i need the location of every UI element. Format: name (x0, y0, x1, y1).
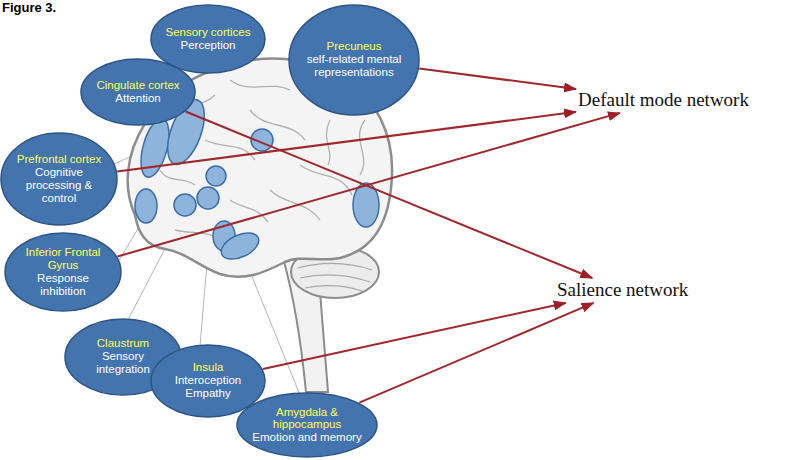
network-arrow (117, 112, 576, 172)
region-name: Claustrum (77, 337, 169, 350)
figure-title: Figure 3. (2, 0, 56, 15)
region-name: Cingulate cortex (88, 79, 188, 92)
region-name: Inferior Frontal Gyrus (14, 246, 113, 272)
network-label: Salience network (557, 280, 688, 301)
region-function: self-related mental representations (307, 53, 402, 79)
region-name: Insula (163, 361, 253, 374)
region-name: Prefrontal cortex (13, 153, 105, 166)
network-label: Default mode network (578, 90, 749, 111)
region-ellipse: Inferior Frontal GyrusResponse inhibitio… (4, 232, 122, 312)
network-arrow (419, 69, 576, 90)
network-name: Salience network (557, 280, 688, 301)
region-function: Perception (158, 39, 258, 52)
network-name: Default mode network (578, 90, 749, 111)
region-function: Response inhibition (14, 272, 113, 298)
region-ellipse: Prefrontal cortexCognitive processing & … (0, 132, 118, 226)
region-ellipse: Precuneusself-related mental representat… (288, 4, 420, 116)
region-ellipse: Amygdala & hippocampusEmotion and memory (236, 392, 378, 458)
region-name: Precuneus (307, 40, 402, 53)
network-arrow (263, 303, 566, 369)
brain-regions (135, 95, 379, 265)
region-name: Sensory cortices (158, 26, 258, 39)
region-function: Attention (88, 92, 188, 105)
region-function: Emotion and memory (248, 431, 367, 444)
network-arrow (359, 303, 593, 403)
network-arrow (117, 113, 620, 257)
region-name: Amygdala & hippocampus (248, 406, 367, 432)
region-function: Interoception Empathy (163, 374, 253, 400)
network-arrow (186, 112, 593, 279)
region-ellipse: Cingulate cortexAttention (80, 58, 196, 126)
region-function: Cognitive processing & control (13, 166, 105, 206)
